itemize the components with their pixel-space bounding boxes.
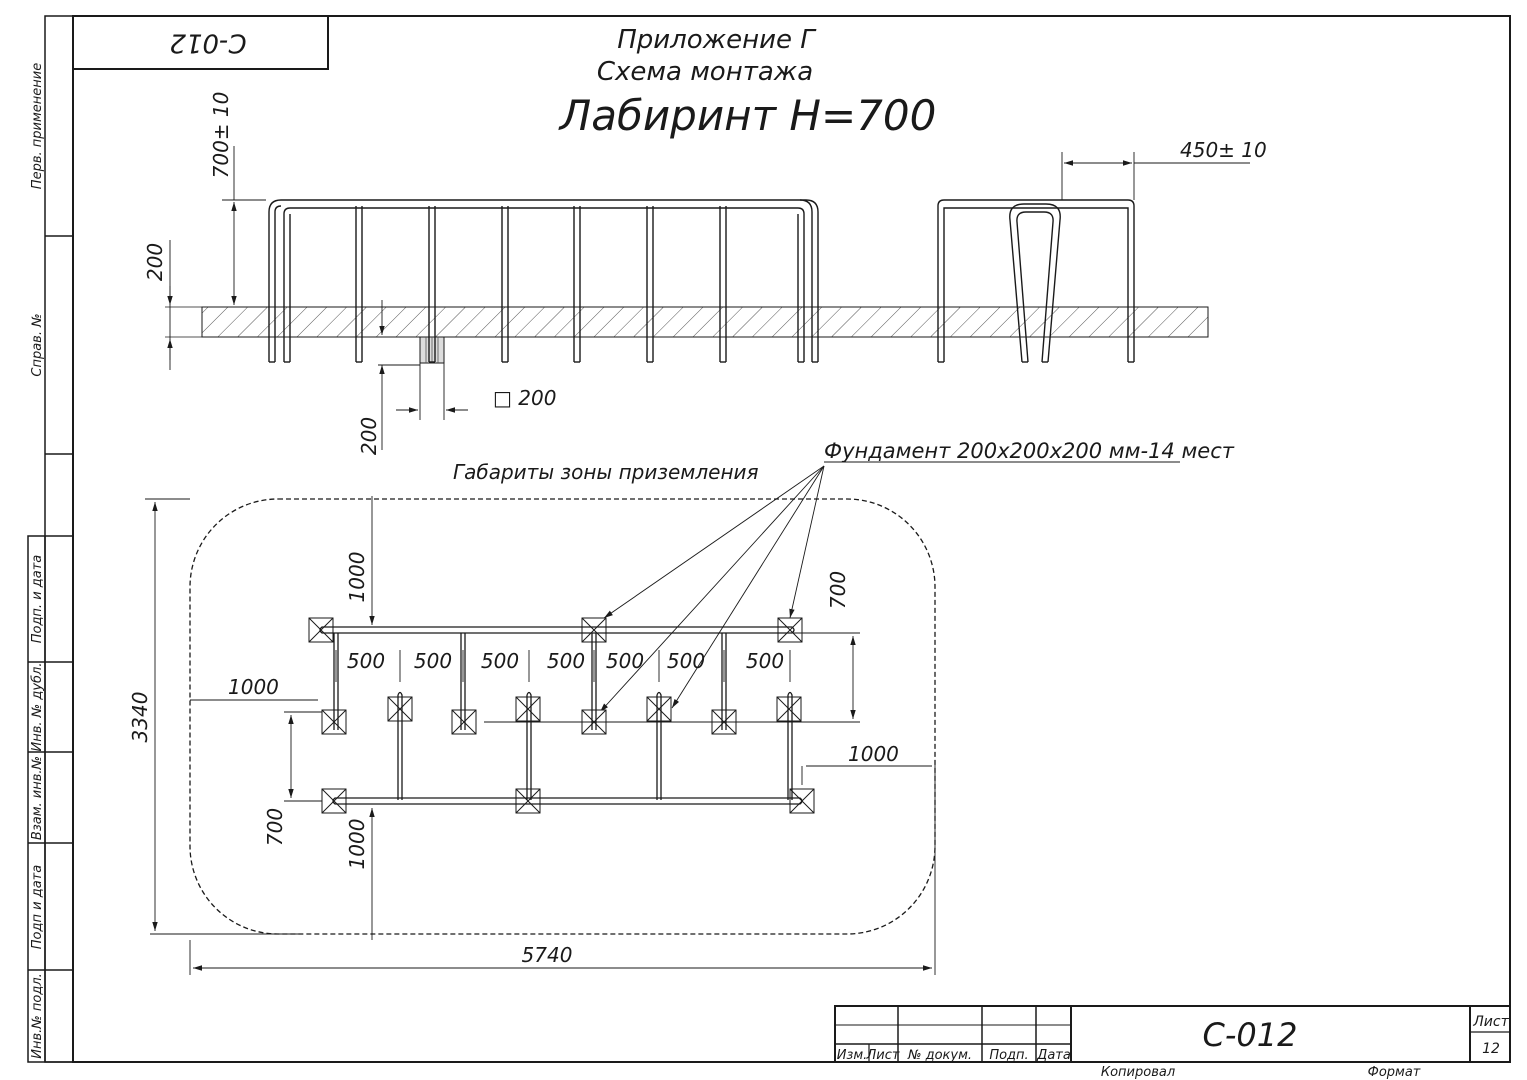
foundation-pad [646,696,672,722]
foundation-pad [451,709,477,735]
side-structure [937,199,1135,363]
dim-top-margin: 1000 [345,552,369,603]
side-label-inv-podl: Инв.№ подл. [30,973,45,1059]
tb-sheet-number: 12 [1482,1041,1500,1057]
dim-row-gap-right: 700 [826,571,850,609]
plan-view: Габариты зоны приземления Фундамент 200x… [128,439,1235,975]
heading-scheme: Схема монтажа [597,57,813,87]
spacing-label: 500 [606,649,644,673]
plan-dimensions [145,496,936,975]
spacing-label: 500 [481,649,519,673]
spacing-label: 500 [547,649,585,673]
dim-left-margin: 1000 [228,675,279,699]
heading-appendix: Приложение Г [617,25,817,55]
foundation-label: Фундамент 200x200x200 мм-14 мест [824,439,1235,463]
spacing-label: 500 [414,649,452,673]
side-label-inv-dubl: Инв. № дубл. [30,663,45,752]
landing-zone-outline [189,498,936,935]
foundation-pad [777,617,803,643]
spacing-label: 500 [746,649,784,673]
dim-square-label: □ 200 [493,386,556,410]
dim-width-label: 450± 10 [1180,138,1267,162]
title-block [834,1005,1511,1063]
dim-depth-label: 200 [357,417,381,455]
foundation-pad [515,788,541,814]
spacing-ticks [335,650,791,682]
elevation-view: 700± 10 200 200 □ 200 450± 10 [143,92,1267,455]
heading: Приложение Г Схема монтажа Лабиринт H=70… [558,25,937,140]
spacing-label: 500 [667,649,705,673]
tb-header-izm: Изм. [837,1048,868,1063]
tb-header-doc: № докум. [907,1048,972,1063]
tb-header-list: Лист [866,1048,900,1063]
foundation-leaders [599,465,825,713]
dim-height-label: 700± 10 [209,92,233,179]
foundation-pad [308,617,334,643]
dim-total-height: 3340 [128,692,152,743]
dim-right-margin: 1000 [848,742,899,766]
elevation-dimensions [167,146,1250,450]
foundation-pad [515,696,541,722]
tb-code: C-012 [1203,1016,1298,1054]
foundation-squares [308,617,815,814]
tb-format: Формат [1368,1065,1421,1080]
side-label-podp-1: Подп. и дата [30,555,45,644]
front-structure [268,199,819,363]
tb-header-sign: Подп. [989,1048,1028,1063]
side-label-podp-2: Подп и дата [30,865,45,949]
stamp-code: C-012 [169,28,246,58]
spacing-label: 500 [347,649,385,673]
rotated-stamp: C-012 [72,15,329,70]
heading-title: Лабиринт H=700 [558,91,937,140]
side-label-vzam: Взам. инв.№ [30,756,45,840]
foundation-pad [321,788,347,814]
side-labels: Перв. применение Справ. № Подп. и дата И… [30,63,45,1059]
sheet-frame [27,15,1511,1063]
ground-hatch [201,306,1209,338]
foundation-pad [581,617,607,643]
dim-bottom-margin: 1000 [345,819,369,870]
dim-ground-label: 200 [143,243,167,281]
dim-total-width: 5740 [522,943,573,967]
side-label-sprav: Справ. № [30,313,45,376]
tb-copied: Копировал [1101,1065,1175,1080]
dim-row-gap-left: 700 [263,808,287,846]
landing-zone-label: Габариты зоны приземления [453,460,759,484]
foundation-pad [776,696,802,722]
tb-sheet-label: Лист [1472,1014,1509,1030]
foundation-pad [387,696,413,722]
side-label-perv: Перв. применение [30,63,45,189]
tb-header-date: Дата [1036,1048,1071,1063]
